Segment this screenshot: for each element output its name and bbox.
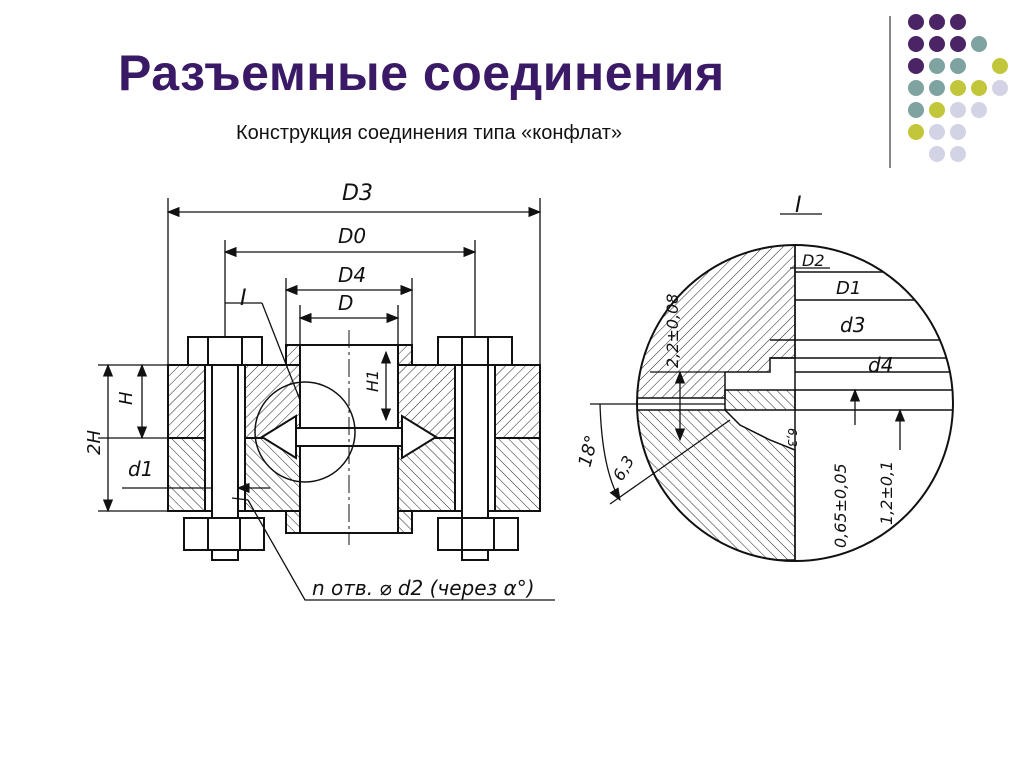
decor-dot: [929, 146, 945, 162]
label-roughness-6-3-left: 6,3: [609, 452, 638, 484]
label-d4: d4: [868, 353, 893, 377]
label-d1: d1: [128, 457, 153, 481]
decor-dot: [971, 80, 987, 96]
decor-dot-grid: [908, 14, 1008, 162]
label-D3: D3: [342, 181, 373, 206]
label-H: H: [116, 391, 137, 405]
decor-dot: [908, 14, 924, 30]
label-tol-1-2: 1,2±0,1: [877, 461, 896, 525]
nut-right: [437, 517, 519, 551]
slide-subtitle: Конструкция соединения типа «конфлат»: [236, 122, 623, 144]
label-detail-I-right: I: [795, 193, 802, 218]
decor-dot: [950, 80, 966, 96]
decor-dot: [929, 124, 945, 140]
decor-dot: [950, 124, 966, 140]
label-D0: D0: [338, 224, 366, 248]
decor-dot: [908, 80, 924, 96]
label-tol-2-2: 2,2±0,08: [663, 294, 682, 368]
detail-view-I: I D2 D1 d3 d4 2,2±0,08 18° 6,3 6,3 0,65±…: [575, 193, 954, 562]
decor-dot: [950, 58, 966, 74]
label-angle-18: 18°: [575, 433, 604, 469]
decor-dot: [929, 102, 945, 118]
nut-left: [183, 517, 265, 551]
decor-divider-line: [889, 16, 891, 168]
label-roughness-6-3-right: 6,3: [785, 428, 799, 447]
label-D1: D1: [836, 278, 861, 299]
label-2H: 2H: [84, 430, 105, 455]
label-D2: D2: [802, 251, 825, 270]
decor-dot: [929, 14, 945, 30]
decor-dot: [929, 58, 945, 74]
decor-dot: [950, 102, 966, 118]
decor-dot: [908, 58, 924, 74]
decor-dot: [908, 36, 924, 52]
decor-dot: [908, 124, 924, 140]
decor-dot: [908, 102, 924, 118]
decor-dot: [971, 102, 987, 118]
decor-dot: [950, 14, 966, 30]
label-H1: H1: [363, 370, 382, 392]
decor-dot: [950, 36, 966, 52]
decor-dot: [992, 80, 1008, 96]
label-D4: D4: [338, 263, 366, 287]
label-D: D: [338, 291, 353, 315]
decor-dot: [992, 58, 1008, 74]
label-tol-0-65: 0,65±0,05: [831, 463, 850, 548]
decor-dot: [929, 36, 945, 52]
detail-circle-I: [254, 381, 356, 483]
decor-dot: [950, 146, 966, 162]
decor-dot: [929, 80, 945, 96]
note-holes: n отв. ⌀ d2 (через α°): [312, 576, 535, 600]
bolt-head-right: [437, 336, 513, 366]
decor-dot: [971, 36, 987, 52]
label-d3: d3: [840, 313, 865, 337]
label-detail-I-left: I: [240, 286, 247, 311]
bolt-head-left: [187, 336, 263, 366]
slide-title: Разъемные соединения: [118, 45, 725, 101]
